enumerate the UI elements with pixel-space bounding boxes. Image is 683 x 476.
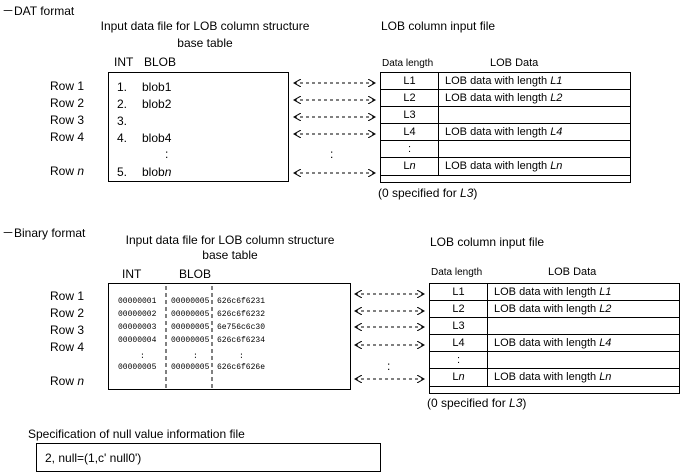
dat-col-int-header: INT — [114, 55, 134, 69]
dat-blob-value: blob2 — [142, 97, 172, 111]
binary-hex-value: 00000001 — [118, 297, 157, 306]
dat-lob-col-length: Data length — [382, 58, 434, 69]
dat-int-value: 5. — [117, 165, 128, 179]
dat-blob-value: blob4 — [142, 131, 172, 145]
dat-lob-data-cell: LOB data with length L1 — [438, 72, 631, 90]
binary-col-int-header: INT — [122, 267, 142, 281]
binary-hex-value: 626c6f6234 — [217, 336, 266, 345]
dat-input-title-line1: Input data file for LOB column structure — [100, 19, 310, 33]
dat-int-value: 3. — [117, 114, 128, 128]
binary-input-title-line2: base table — [202, 248, 258, 262]
dat-col-blob-header: BLOB — [144, 55, 177, 69]
binary-row-label: Row 4 — [50, 340, 85, 354]
binary-hex-value: 626c6f6232 — [217, 310, 266, 319]
dat-row-label: Row 3 — [50, 113, 85, 127]
binary-hex-value: 6e756c6c30 — [217, 323, 266, 332]
dat-format-heading: －DAT format — [2, 4, 75, 18]
dat-row-label: Row 2 — [50, 96, 85, 110]
binary-hex-value: : — [193, 352, 198, 361]
binary-input-title-line1: Input data file for LOB column structure — [125, 233, 335, 247]
dat-input-file-box: 1. blob1 2. blob2 3. 4. blob4 : 5. blobn — [108, 72, 289, 182]
binary-hex-value: 00000005 — [171, 297, 210, 306]
binary-note: (0 specified for L3) — [427, 396, 527, 410]
binary-hex-value: 626c6f6231 — [217, 297, 266, 306]
binary-lob-col-data: LOB Data — [548, 266, 597, 278]
dat-blob-value: blobn — [142, 165, 172, 179]
null-spec-box: 2, null=(1,c' null0') — [36, 443, 381, 472]
binary-hex-value: 00000005 — [118, 363, 157, 372]
binary-row-label: Row 2 — [50, 306, 85, 320]
binary-lob-data-cell: LOB data with length Ln — [487, 368, 680, 387]
binary-hex-value: : — [239, 352, 244, 361]
null-spec-value: 2, null=(1,c' null0') — [45, 451, 142, 465]
binary-hex-value: 00000003 — [118, 323, 157, 332]
null-spec-title: Specification of null value information … — [28, 427, 245, 441]
binary-hex-value: 626c6f626e — [217, 363, 266, 372]
binary-hex-value: : — [140, 352, 145, 361]
dat-row-label: Row 1 — [50, 79, 85, 93]
binary-hex-value: 00000005 — [171, 363, 210, 372]
dat-lob-title: LOB column input file — [381, 19, 496, 33]
dat-int-value: 4. — [117, 131, 128, 145]
binary-row-label-n: Row n — [50, 374, 85, 388]
binary-hex-value: 00000004 — [118, 336, 157, 345]
binary-arrow-ellipsis: : — [387, 359, 391, 373]
binary-row-label: Row 1 — [50, 289, 85, 303]
binary-hex-value: 00000005 — [171, 310, 210, 319]
binary-hex-value: 00000005 — [171, 336, 210, 345]
binary-row-label: Row 3 — [50, 323, 85, 337]
binary-format-heading: －Binary format — [2, 226, 86, 240]
dat-row-label: Row 4 — [50, 130, 85, 144]
dat-blob-value: blob1 — [142, 80, 172, 94]
dat-lob-data-cell: LOB data with length Ln — [438, 157, 631, 176]
dat-ellipsis: : — [165, 147, 169, 161]
dat-int-value: 2. — [117, 97, 128, 111]
binary-hex-value: 00000005 — [171, 323, 210, 332]
binary-hex-value: 00000002 — [118, 310, 157, 319]
binary-lob-file-box — [429, 283, 680, 394]
dat-int-value: 1. — [117, 80, 128, 94]
binary-col-blob-header: BLOB — [179, 267, 212, 281]
dat-note: (0 specified for L3) — [378, 186, 478, 200]
binary-lob-col-length: Data length — [431, 267, 483, 278]
dat-row-label-n: Row n — [50, 164, 85, 178]
dat-lob-data-cell: LOB data with length L2 — [438, 89, 631, 107]
dat-lob-col-data: LOB Data — [490, 57, 539, 69]
binary-lob-title: LOB column input file — [430, 235, 545, 249]
binary-input-file-box — [108, 283, 351, 390]
dat-input-title-line2: base table — [177, 36, 233, 50]
dat-arrow-ellipsis: : — [330, 147, 334, 161]
